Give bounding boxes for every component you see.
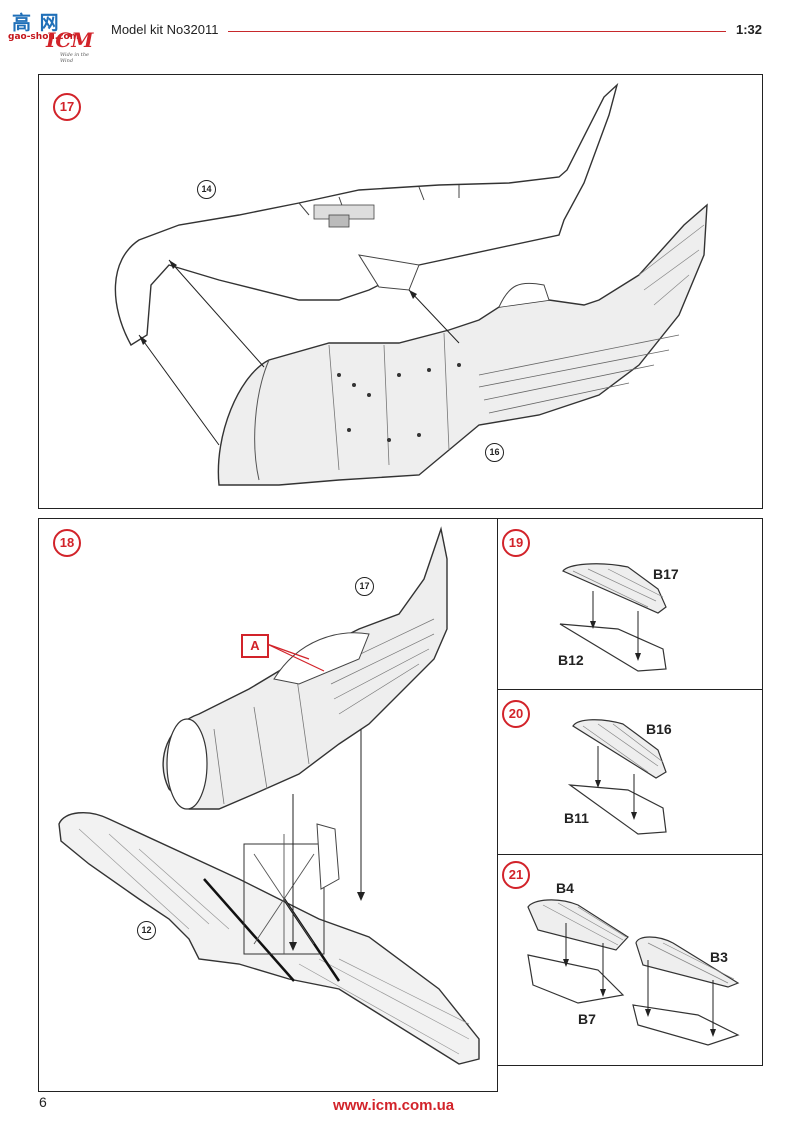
elevators-b4-b3-b7-drawing [527,899,740,1046]
header-divider [228,31,726,32]
detail-a-label: A [241,634,269,658]
part-label-b7: B7 [578,1011,596,1027]
step-21-panel: 21 B4 B3 B7 [497,854,763,1066]
wing-fuselage-assembly-drawing [58,526,480,1065]
step-19-panel: 19 B17 B12 [497,518,763,690]
step-18-panel: 18 A 17 12 [38,518,498,1092]
part-label-b12: B12 [558,652,584,668]
step-number-badge: 20 [502,700,530,728]
logo-tagline: Wide in the Wind [60,52,89,64]
part-callout-14: 14 [197,180,216,199]
step-17-panel: 17 14 16 [38,74,763,509]
footer-website-link[interactable]: www.icm.com.ua [333,1097,455,1114]
lower-wing-part [58,812,480,1065]
brand-logo[interactable]: 高 网 gao-shou.com ICM Wide in the Wind [8,8,100,64]
part-label-b11: B11 [564,810,589,826]
part-label-b3: B3 [710,949,728,965]
tailplane-b17-b12-drawing [559,563,667,672]
step-number-badge: 17 [53,93,81,121]
step-number-badge: 21 [502,861,530,889]
step-number-badge: 19 [502,529,530,557]
step-20-panel: 20 B16 B11 [497,689,763,855]
scale-label: 1:32 [736,22,763,37]
part-label-b17: B17 [653,566,679,582]
fuselage-assembly-drawing [114,82,708,486]
part-callout-17: 17 [355,577,374,596]
part-label-b4: B4 [556,880,574,896]
page-header: 高 网 gao-shou.com ICM Wide in the Wind Mo… [0,0,800,64]
lower-fuselage-part [217,203,708,486]
part-callout-16: 16 [485,443,504,462]
logo-site-text: gao-shou.com [8,32,80,42]
tailplane-b16-b11-drawing [567,719,667,835]
logo-icm-text: ICM [46,28,94,52]
part-label-b16: B16 [646,721,672,737]
step-number-badge: 18 [53,529,81,557]
part-callout-12: 12 [137,921,156,940]
page-number: 6 [39,1094,47,1110]
logo-chinese-text: 高 网 [12,12,60,34]
kit-title: Model kit No32011 [111,22,219,37]
